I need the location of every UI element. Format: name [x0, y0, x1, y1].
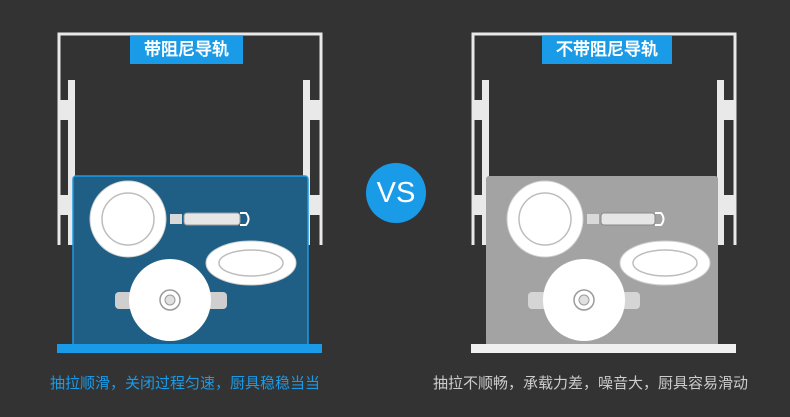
undamped-caption: 抽拉不顺畅，承载力差，噪音大，厨具容易滑动 [433, 374, 749, 392]
pot-icon [115, 259, 227, 341]
left-side-rail [58, 80, 75, 245]
oval-dish-icon [205, 240, 297, 286]
right-side-rail [303, 80, 322, 245]
damped-title: 带阻尼导轨 [144, 40, 229, 60]
vs-label: VS [376, 176, 416, 209]
damped-caption: 抽拉顺滑，关闭过程匀速，厨具稳稳当当 [50, 374, 321, 392]
undamped-title-badge: 不带阻尼导轨 [542, 36, 672, 64]
cabinet-frame [471, 32, 737, 245]
undamped-drawer-illustration [471, 32, 737, 353]
plate-icon [506, 180, 584, 258]
drawer-base [57, 344, 322, 353]
right-side-rail [717, 80, 736, 245]
pot-icon [528, 259, 640, 341]
drawer-base [471, 344, 736, 353]
oval-dish-icon [619, 240, 711, 286]
damped-title-badge: 带阻尼导轨 [130, 36, 243, 64]
cabinet-frame [57, 32, 323, 245]
undamped-rail-panel: 不带阻尼导轨 抽拉不顺畅，承载力差，噪音大，厨具容易滑动 [395, 0, 790, 417]
pan-icon [170, 212, 250, 226]
left-side-rail [472, 80, 489, 245]
plate-icon [89, 180, 167, 258]
vs-badge: VS [366, 163, 426, 223]
damped-drawer-illustration [57, 32, 323, 353]
pan-icon [587, 212, 665, 226]
undamped-title: 不带阻尼导轨 [556, 40, 658, 60]
damped-rail-panel: 带阻尼导轨 抽拉顺滑，关闭过程匀速，厨具稳稳当当 [50, 32, 323, 392]
